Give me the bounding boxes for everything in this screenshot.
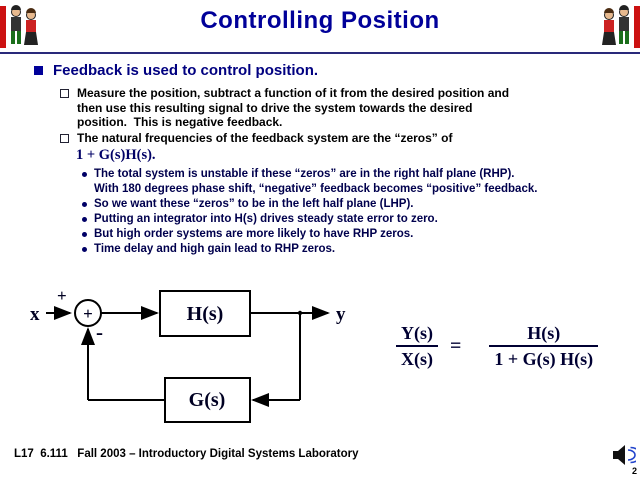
- bullet-level3-list: The total system is unstable if these “z…: [82, 167, 622, 257]
- title-divider: [0, 52, 640, 54]
- plus-sign-label: +: [57, 286, 67, 305]
- bullet-text: Putting an integrator into H(s) drives s…: [94, 213, 438, 225]
- circle-bullet-icon: [82, 202, 87, 207]
- clipart-people-icon: [602, 5, 640, 48]
- page-number: 2: [631, 466, 637, 476]
- rhs-numerator: H(s): [527, 323, 561, 343]
- lhs-numerator: Y(s): [401, 323, 433, 343]
- equals-sign: =: [450, 334, 462, 357]
- footer-course-info: L17 6.111 Fall 2003 – Introductory Digit…: [14, 448, 359, 460]
- rhs-fraction: H(s) 1 + G(s) H(s): [489, 323, 599, 369]
- circle-bullet-icon: [82, 172, 87, 177]
- hollow-square-bullet-icon: [60, 89, 69, 98]
- circle-bullet-icon: [82, 247, 87, 252]
- hollow-square-bullet-icon: [60, 134, 69, 143]
- bullet-text: So we want these “zeros” to be in the le…: [94, 198, 414, 210]
- lhs-denominator: X(s): [401, 349, 433, 369]
- summing-junction-sign: +: [83, 304, 93, 323]
- rhs-denominator: 1 + G(s) H(s): [494, 349, 594, 369]
- circle-bullet-icon: [82, 232, 87, 237]
- bullet-level2: The natural frequencies of the feedback …: [60, 131, 632, 146]
- bullet-text: But high order systems are more likely t…: [94, 228, 414, 240]
- transfer-function-equation: Y(s) X(s) = H(s) 1 + G(s) H(s): [396, 323, 599, 369]
- fraction-bar: [396, 345, 438, 347]
- list-item: Time delay and high gain lead to RHP zer…: [82, 242, 622, 257]
- fraction-bar: [489, 345, 599, 347]
- square-bullet-icon: [34, 66, 43, 75]
- minus-sign-label: -: [96, 320, 103, 344]
- list-item: But high order systems are more likely t…: [82, 227, 622, 242]
- list-item: So we want these “zeros” to be in the le…: [82, 197, 622, 212]
- lhs-fraction: Y(s) X(s): [396, 323, 438, 369]
- bullet-text: Measure the position, subtract a functio…: [77, 86, 510, 129]
- slide-title: Controlling Position: [200, 7, 440, 34]
- circle-bullet-icon: [82, 217, 87, 222]
- characteristic-equation: 1 + G(s)H(s).: [76, 147, 156, 163]
- list-item: Putting an integrator into H(s) drives s…: [82, 212, 622, 227]
- clipart-people-icon: [0, 5, 38, 48]
- bullet-level1: Feedback is used to control position.: [34, 62, 318, 79]
- bullet-text: The total system is unstable if these “z…: [94, 168, 538, 195]
- output-label: y: [336, 304, 346, 325]
- feedback-block: [164, 377, 251, 423]
- speaker-icon[interactable]: [612, 444, 636, 466]
- feedback-block-diagram: x + + - H(s) y G(s): [30, 286, 346, 423]
- bullet-text: The natural frequencies of the feedback …: [77, 131, 453, 145]
- forward-block-label: H(s): [187, 303, 224, 325]
- bullet-text: Feedback is used to control position.: [53, 62, 319, 79]
- forward-block: [159, 290, 251, 337]
- bullet-level2: Measure the position, subtract a functio…: [60, 86, 632, 130]
- list-item: The total system is unstable if these “z…: [82, 167, 622, 197]
- input-label: x: [30, 304, 40, 325]
- feedback-block-label: G(s): [189, 389, 226, 411]
- bullet-text: Time delay and high gain lead to RHP zer…: [94, 243, 336, 255]
